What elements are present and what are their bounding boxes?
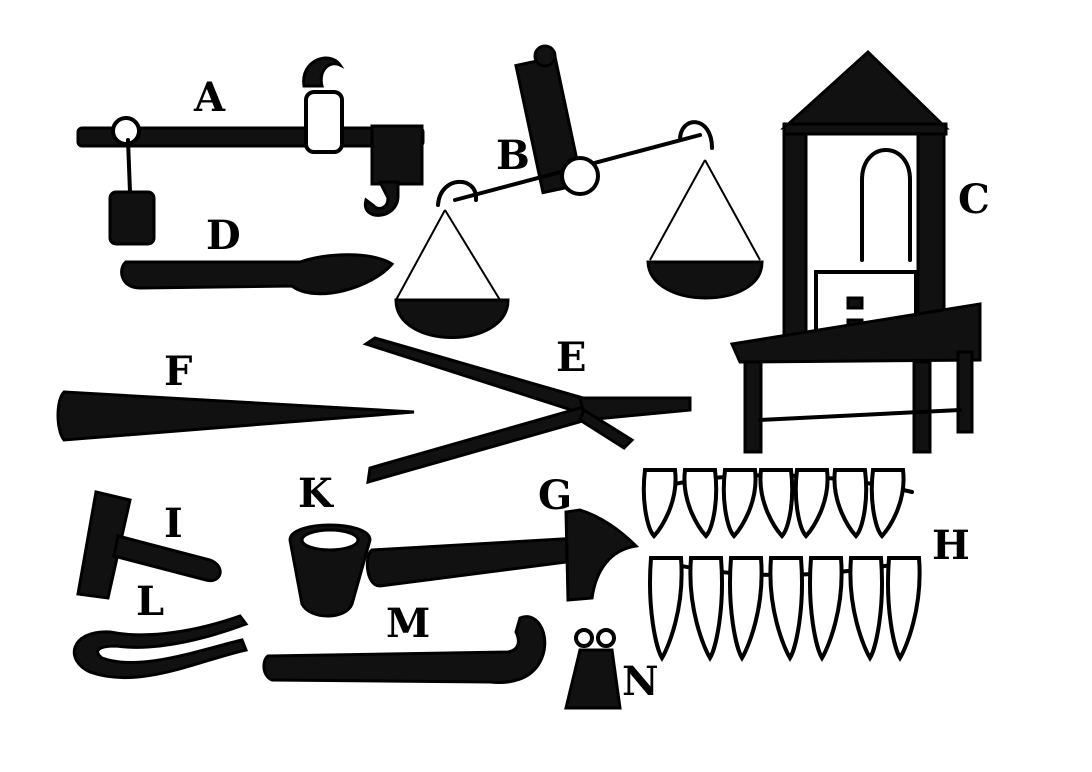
tooth-upper-5 — [832, 468, 869, 539]
tooth-upper-2 — [721, 468, 758, 539]
tooth-upper-4 — [793, 468, 830, 539]
label-n: N — [622, 658, 659, 705]
tooth-lower-2 — [728, 556, 764, 662]
label-f: F — [164, 348, 193, 395]
tooth-upper-3 — [758, 468, 795, 539]
tooth-lower-1 — [688, 556, 724, 662]
label-c: C — [958, 176, 990, 223]
shears-e — [362, 336, 692, 485]
label-l: L — [136, 578, 165, 625]
wedge-f — [56, 390, 415, 442]
label-a: A — [194, 74, 226, 121]
tooth-upper-6 — [869, 468, 906, 539]
label-m: M — [386, 600, 431, 647]
label-k: K — [298, 470, 333, 517]
weight-n — [564, 628, 622, 710]
scales-b — [394, 44, 764, 339]
hammer-i — [76, 490, 222, 600]
tooth-lower-4 — [808, 556, 844, 662]
label-h: H — [932, 522, 970, 569]
tooth-lower-6 — [886, 556, 922, 662]
billhook-m — [262, 615, 547, 684]
steelyard-a — [76, 56, 425, 246]
axe-g — [365, 508, 640, 602]
crucible-k — [288, 523, 372, 618]
label-i: I — [164, 500, 183, 547]
label-g: G — [538, 472, 573, 519]
balance-case-c — [729, 49, 982, 454]
label-b: B — [496, 132, 530, 179]
tooth-lower-3 — [768, 556, 804, 662]
tooth-upper-0 — [641, 468, 678, 539]
label-e: E — [556, 334, 587, 381]
bent-strip-l — [72, 614, 249, 680]
label-d: D — [206, 212, 241, 259]
tooth-lower-0 — [648, 556, 684, 662]
tooth-lower-5 — [848, 556, 884, 662]
tooth-upper-1 — [682, 468, 719, 539]
knife-d — [120, 253, 395, 296]
teeth-string-h — [641, 468, 922, 662]
